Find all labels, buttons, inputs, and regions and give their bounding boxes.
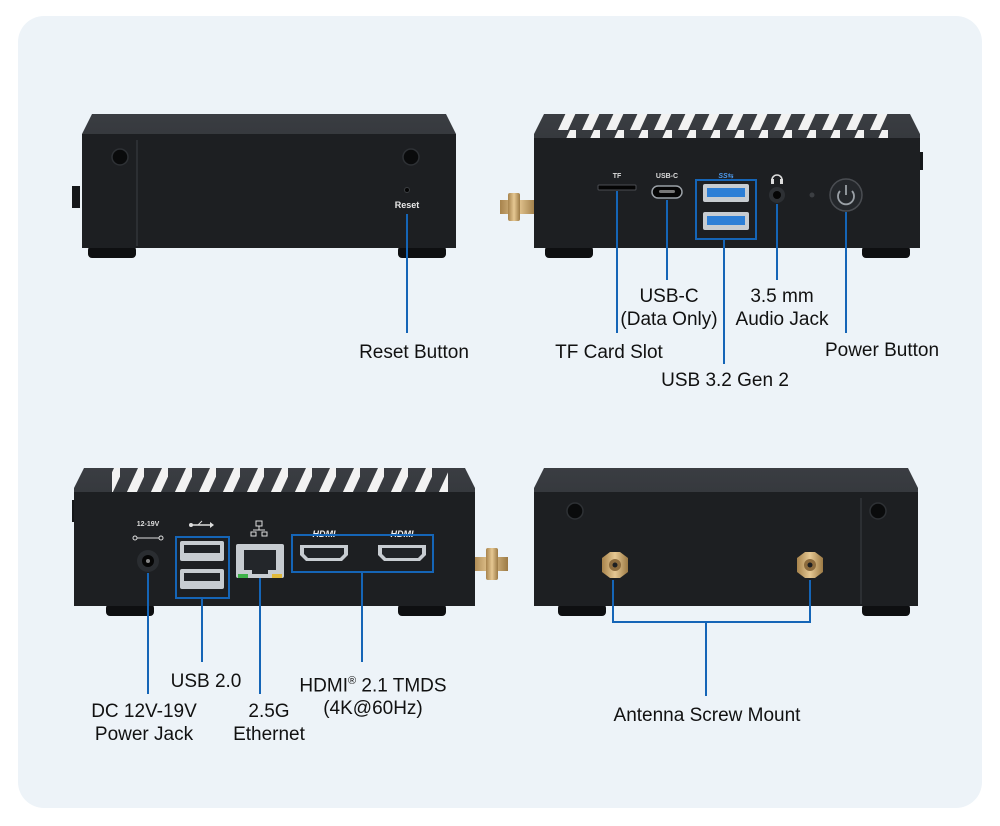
dc-engraving: 12-19V bbox=[137, 521, 160, 528]
device-front-view: TF USB-C SS⇆ bbox=[500, 114, 923, 258]
antenna-screw-mount-label: Antenna Screw Mount bbox=[613, 705, 801, 726]
usb32-label: USB 3.2 Gen 2 bbox=[661, 370, 789, 391]
usbc-engraving: USB-C bbox=[656, 173, 678, 180]
power-icon bbox=[837, 185, 855, 206]
audio-jack-label: 3.5 mm Audio Jack bbox=[735, 286, 829, 330]
dc-power-jack-label: DC 12V-19V Power Jack bbox=[91, 701, 197, 745]
device-io-view: 12-19V bbox=[72, 468, 508, 616]
power-button-label: Power Button bbox=[824, 340, 940, 361]
usb-logo-icon bbox=[189, 520, 214, 528]
reset-button-label: Reset Button bbox=[359, 342, 469, 363]
antenna-mount-right bbox=[797, 552, 823, 578]
network-icon bbox=[250, 520, 268, 537]
usb3-logo: SS⇆ bbox=[718, 173, 733, 180]
device-rear-view: Reset bbox=[72, 114, 456, 258]
dc-polarity-icon bbox=[132, 535, 164, 541]
antenna-mount-left bbox=[602, 552, 628, 578]
headphone-icon bbox=[771, 174, 783, 184]
hdmi-label: HDMI® 2.1 TMDS (4K@60Hz) bbox=[299, 675, 447, 720]
tf-card-slot-label: TF Card Slot bbox=[555, 342, 663, 363]
device-antenna-view bbox=[534, 468, 918, 616]
callout-lines bbox=[147, 191, 847, 696]
reset-engraving: Reset bbox=[395, 200, 420, 210]
ethernet-label: 2.5G Ethernet bbox=[233, 701, 305, 745]
tf-engraving: TF bbox=[613, 173, 622, 180]
usb32-highlight bbox=[695, 179, 757, 240]
usbc-label: USB-C (Data Only) bbox=[620, 286, 718, 330]
usb20-label: USB 2.0 bbox=[170, 671, 242, 692]
